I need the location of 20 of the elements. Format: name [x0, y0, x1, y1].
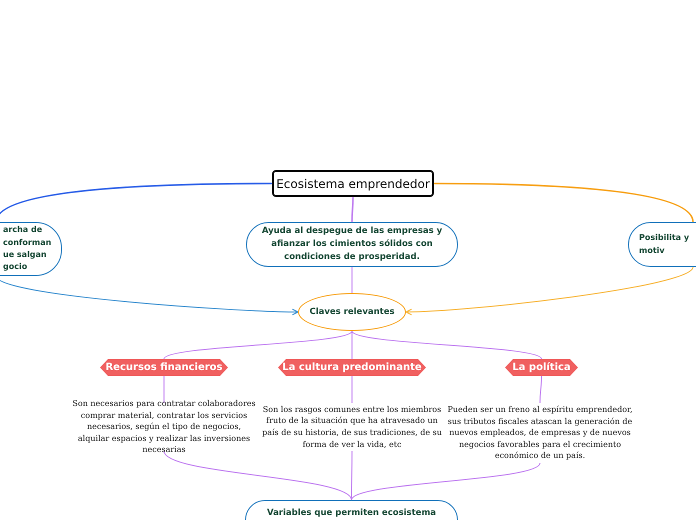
topic-box: Variables que permiten ecosistema [245, 500, 458, 520]
topic-oval: Claves relevantes [298, 293, 406, 331]
arrow [405, 266, 694, 316]
topic-box: archa de conforman ue salgan gocio [0, 222, 62, 276]
description-text: Pueden ser un freno al espíritu emprendedor, sus tributos fiscales atascan la generación de nuevos empleados, de empresas y de nuevos negocios favorables para el crecimiento económico de un país. [447, 403, 633, 463]
connector-line [164, 330, 352, 360]
connector-line [351, 462, 540, 500]
connector-line [434, 182, 694, 222]
topic-box: Posibilita y motiv [628, 222, 696, 267]
connector-line [351, 197, 354, 222]
connector-line [351, 450, 352, 500]
category-tag: La cultura predominante [278, 359, 426, 376]
category-tag: La política [505, 359, 578, 376]
title-box: Ecosistema emprendedor [272, 170, 434, 197]
connector-line [540, 376, 542, 404]
category-tag: Recursos financieros [100, 359, 228, 376]
connector-line [164, 450, 352, 500]
description-text: Son los rasgos comunes entre los miembros fruto de la situación que ha atravesado un país de su historia, de sus tradiciones, de su forma de ver la vida, etc [262, 403, 442, 451]
topic-box: Ayuda al despegue de las empresas y afianzar los cimientos sólidos con condiciones de prosperidad. [246, 222, 458, 267]
connector-line [352, 330, 542, 360]
